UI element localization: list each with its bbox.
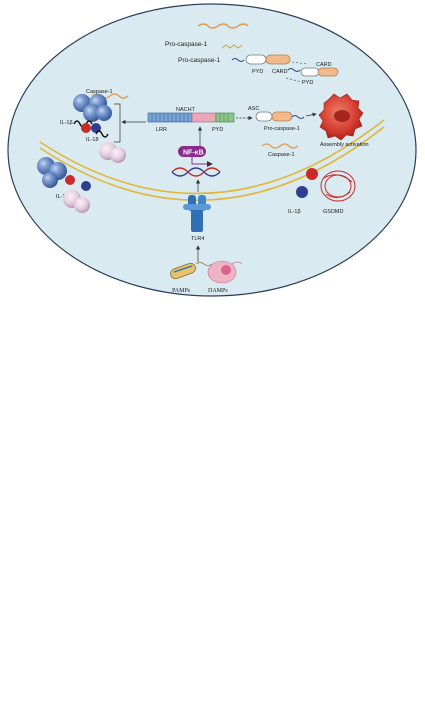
blue-cell-4 [96,105,112,121]
card-right-label: CARD [316,62,332,68]
asc-card [271,111,293,122]
blue-ball-right [296,186,308,198]
squiggle-linker-3 [291,115,305,119]
pyroptotic-nucleus [334,110,350,122]
blue-cell-7 [42,172,58,188]
red-ball-right [306,168,318,180]
pyd-domain-right [300,67,320,77]
nacht-domain [191,112,217,123]
gsdmd-pore [320,170,356,202]
dna-strand-2 [171,167,221,177]
pyd-top-label: PYD [252,69,263,75]
caspase1-left-label: Caspase-1 [86,89,113,95]
nacht-label: NACHT [176,107,196,113]
cell-membrane-inner [39,126,385,201]
pamps-bacterium [170,262,213,280]
lrr-domain [147,112,193,123]
asc-label: ASC [248,106,259,112]
pyd-domain-mid [215,112,235,123]
pamps-label: PAMPs [172,288,191,294]
caspase1-right-label: Caspase-1 [268,152,295,158]
cell-membrane [39,119,385,195]
blue-cell-3 [83,104,101,122]
nfkb-label: NF-κB [183,150,204,157]
arrow-to-assembly [305,112,317,117]
blue-ball-left-2 [81,181,91,191]
dash-line-right [285,77,303,83]
pro-caspase-zigzag-1 [221,44,243,49]
il1b-left-label: IL-1β [60,120,73,126]
asc-pyd [255,111,273,122]
pyd-domain-top [245,54,267,65]
pro-caspase-second-label: Pro-caspase-1 [178,57,221,64]
il18-left-label-b: IL-18 [56,194,69,200]
gsdmd-label: GSDMD [323,209,344,215]
pyd-right-label: PYD [302,80,313,86]
caspase1-filament-right [261,143,299,149]
pro-caspase-top-label: Pro-caspase-1 [165,41,208,48]
pro-caspase-mid-label: Pro-caspase-1 [264,126,300,132]
cell-body [7,3,417,297]
pyd-mid-label: PYD [212,127,223,133]
card-top-label: CARD [272,69,288,75]
nfkb-arrow [191,157,213,167]
pink-cell-2 [110,147,126,163]
lrr-label: LRR [156,127,167,133]
card-domain-right [317,67,339,77]
dna-strand-1 [171,167,221,177]
assembly-activation-label: Assembly activation [320,142,369,148]
damps-cell [207,260,243,284]
red-ball-left-2 [65,175,75,185]
il18-left-label-a: IL-18 [86,137,99,143]
dash-line-top [291,61,309,65]
tlr4-receptor [183,195,211,232]
bracket-left [114,103,121,143]
squiggle-linker-2 [287,68,301,72]
nfkb-badge [178,146,206,157]
il18-squiggle [95,130,109,138]
il1b-right-label: IL-1β [288,209,301,215]
pro-caspase-filament-top [197,23,249,29]
damps-label: DAMPs [208,288,228,294]
squiggle-linker-1 [231,58,245,62]
red-ball-left [81,123,91,133]
card-domain-top [265,54,291,65]
pink-cell-4 [74,197,90,213]
tlr4-label: TLR4 [191,236,204,242]
